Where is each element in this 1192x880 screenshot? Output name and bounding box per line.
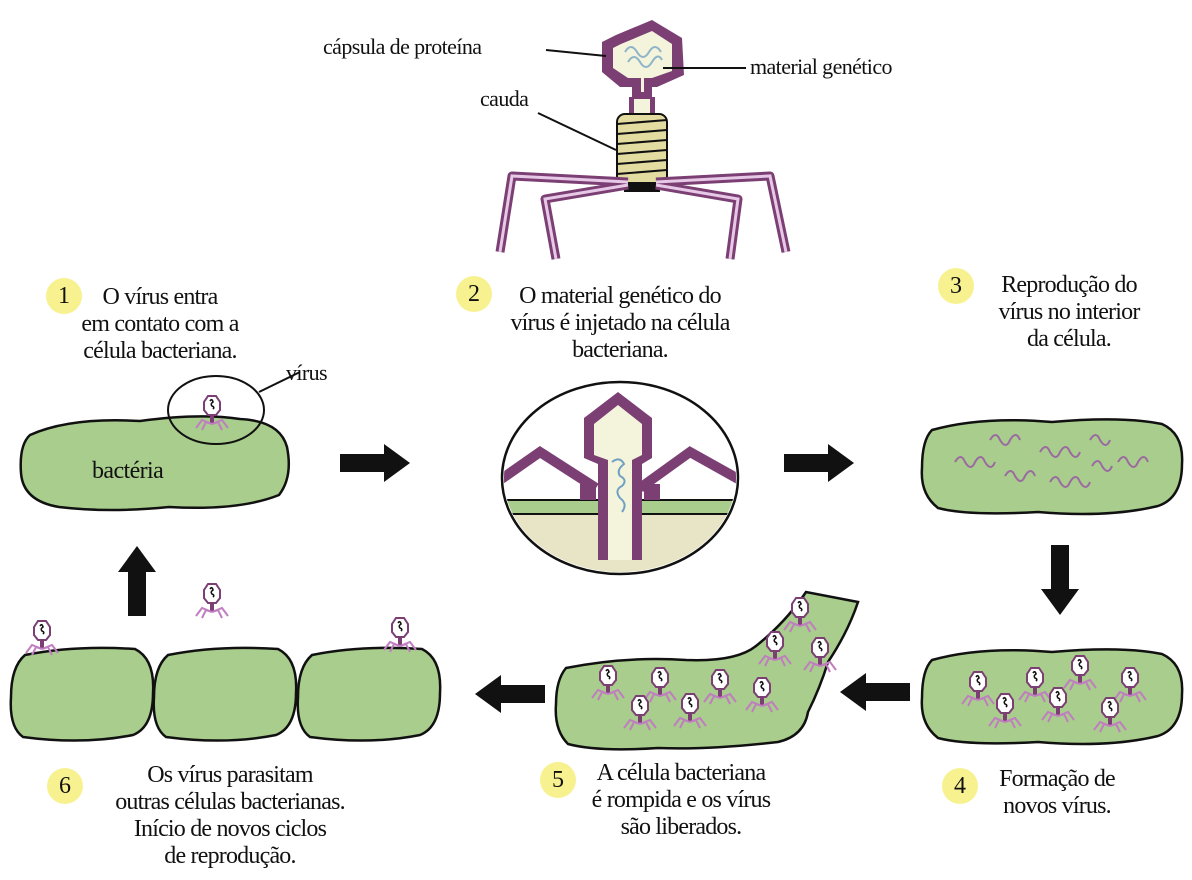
step-1-caption: O vírus entra em contato com a célula ba… bbox=[60, 284, 260, 365]
arrow-5-to-6 bbox=[475, 675, 545, 713]
arrow-2-to-3 bbox=[784, 444, 854, 482]
tail-sheath bbox=[617, 114, 667, 184]
label-capsule: cápsula de proteína bbox=[323, 34, 481, 60]
arrow-3-to-4 bbox=[1041, 545, 1079, 615]
step-2-caption: O material genético do vírus é injetado … bbox=[480, 283, 760, 364]
step-5-caption: A célula bacteriana é rompida e os vírus… bbox=[566, 760, 796, 841]
step-1-line: O vírus entra bbox=[60, 284, 260, 311]
arrow-4-to-5 bbox=[840, 673, 910, 711]
step-3-line: vírus no interior bbox=[966, 299, 1172, 326]
step-1-line: célula bacteriana. bbox=[60, 338, 260, 365]
step-6-line: de reprodução. bbox=[80, 843, 380, 870]
step-6-line: Início de novos ciclos bbox=[80, 816, 380, 843]
step-1-line: em contato com a bbox=[60, 311, 260, 338]
step-4-line: Formação de bbox=[972, 766, 1142, 793]
step-6-line: Os vírus parasitam bbox=[80, 762, 380, 789]
ruptured-bacterium-step5 bbox=[556, 592, 858, 749]
step-3-caption: Reprodução do vírus no interior da célul… bbox=[966, 272, 1172, 353]
label-virus: vírus bbox=[286, 360, 327, 386]
step-3-line: Reprodução do bbox=[966, 272, 1172, 299]
step-5-line: A célula bacteriana bbox=[566, 760, 796, 787]
step-4-line: novos vírus. bbox=[972, 793, 1142, 820]
arrow-6-to-1 bbox=[118, 546, 156, 616]
step-3-line: da célula. bbox=[966, 326, 1172, 353]
bacterium-step1 bbox=[21, 372, 300, 510]
bacterium-step3 bbox=[922, 419, 1182, 514]
step-2-line: vírus é injetado na célula bbox=[480, 310, 760, 337]
step-badge-6: 6 bbox=[47, 768, 83, 804]
bacteriophage-illustration bbox=[500, 20, 786, 259]
step-6-line: outras células bacterianas. bbox=[80, 789, 380, 816]
step-5-line: são liberados. bbox=[566, 814, 796, 841]
bacterium-step4 bbox=[922, 649, 1182, 744]
injection-zoom bbox=[500, 382, 740, 584]
bacteria-step6 bbox=[11, 584, 440, 741]
step-2-line: O material genético do bbox=[480, 283, 760, 310]
step-6-caption: Os vírus parasitam outras células bacter… bbox=[80, 762, 380, 870]
step-4-caption: Formação de novos vírus. bbox=[972, 766, 1142, 820]
step-2-line: bacteriana. bbox=[480, 337, 760, 364]
label-tail: cauda bbox=[480, 86, 528, 112]
arrow-1-to-2 bbox=[340, 444, 410, 482]
label-genetic-material: material genético bbox=[750, 54, 892, 80]
step-5-line: é rompida e os vírus bbox=[566, 787, 796, 814]
label-bacteria: bactéria bbox=[92, 458, 163, 484]
